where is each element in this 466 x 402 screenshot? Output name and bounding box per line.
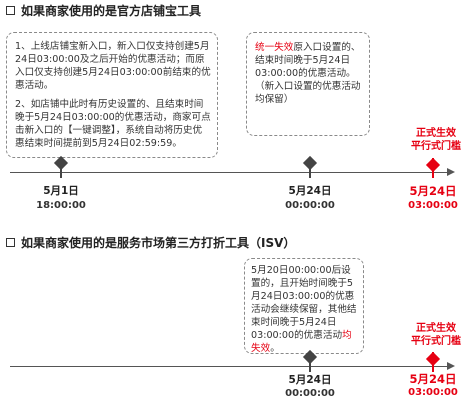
square-bullet-icon: [6, 238, 15, 247]
callout-isv-text: 5月20日00:00:00后设置的，且开始时间晚于5月24日03:00:00的优…: [251, 265, 357, 341]
callout-right-text: 原入口设置的、结束时间晚于5月24日03:00:00的优惠活动。（新入口设置的优…: [255, 42, 361, 105]
callout-right-red-text: 统一失效: [255, 42, 294, 53]
callout-left-para1: 1、上线店铺宝新入口，新入口仅支持创建5月24日03:00:00及之后开始的优惠…: [15, 41, 211, 91]
callout-isv-red-text: 均失效: [251, 330, 352, 354]
marker-stem: [309, 362, 311, 372]
marker-stem: [60, 168, 62, 178]
gate-diamond: [425, 351, 441, 367]
gate-date: 5月24日: [409, 372, 457, 386]
marker-date: 5月24日: [288, 374, 332, 386]
gate-time: 03:00:00: [408, 387, 458, 398]
timeline-axis-1: [10, 172, 448, 173]
section1-title-text: 如果商家使用的是官方店铺宝工具: [21, 4, 202, 18]
callout-left-para2: 2、如店铺中此时有历史设置的、且结束时间晚于5月24日03:00:00的优惠活动…: [15, 99, 211, 149]
marker-date: 5月1日: [43, 185, 79, 197]
marker-time: 00:00:00: [285, 388, 335, 399]
callout-right: 统一失效原入口设置的、结束时间晚于5月24日03:00:00的优惠活动。（新入口…: [246, 32, 370, 136]
timeline-arrowhead-2: [447, 362, 455, 370]
marker-time: 18:00:00: [36, 200, 86, 211]
timeline-axis-2: [10, 366, 448, 367]
callout-left: 1、上线店铺宝新入口，新入口仅支持创建5月24日03:00:00及之后开始的优惠…: [6, 32, 218, 158]
callout-isv-end: 。: [270, 343, 280, 354]
gate-label-1: 正式生效 平行式门槛: [411, 128, 461, 152]
section1-title: 如果商家使用的是官方店铺宝工具: [6, 2, 201, 19]
callout-isv: 5月20日00:00:00后设置的，且开始时间晚于5月24日03:00:00的优…: [244, 258, 364, 354]
square-bullet-icon: [6, 6, 15, 15]
gate-label-2: 正式生效 平行式门槛: [411, 323, 461, 347]
marker-time: 00:00:00: [285, 200, 335, 211]
gate-diamond: [425, 157, 441, 173]
section2-title-text: 如果商家使用的是服务市场第三方打折工具（ISV）: [21, 236, 296, 250]
gate-time: 03:00:00: [408, 200, 458, 211]
section2-title: 如果商家使用的是服务市场第三方打折工具（ISV）: [6, 234, 295, 251]
marker-stem: [309, 168, 311, 178]
gate-date: 5月24日: [409, 184, 457, 198]
marker-date: 5月24日: [288, 185, 332, 197]
timeline-arrowhead-1: [447, 168, 455, 176]
